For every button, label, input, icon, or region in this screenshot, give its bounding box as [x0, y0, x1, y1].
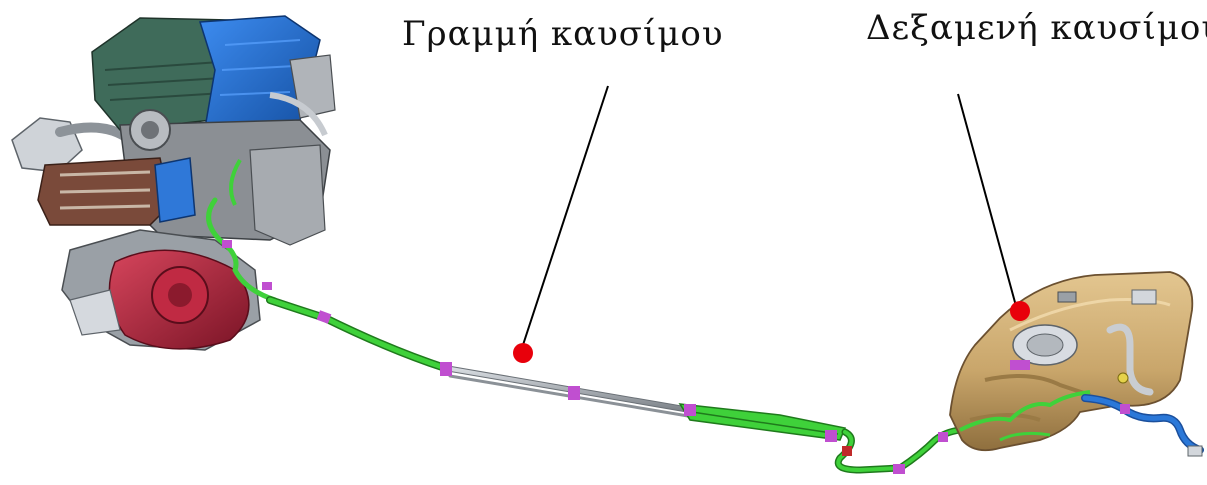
fuel-tank-label: Δεξαμενή καυσίμου: [866, 8, 1207, 48]
fuel-line-label: Γραμμή καυσίμου: [402, 14, 724, 54]
fuel-tank-icon: [949, 271, 1204, 457]
engine-icon: [11, 15, 336, 351]
marker-dot: [513, 343, 533, 363]
marker-dot: [1010, 301, 1030, 321]
leader-line-fuel-tank: [957, 93, 1017, 307]
leader-line-fuel-line: [521, 85, 609, 349]
fuel-line-icon: [266, 296, 964, 474]
